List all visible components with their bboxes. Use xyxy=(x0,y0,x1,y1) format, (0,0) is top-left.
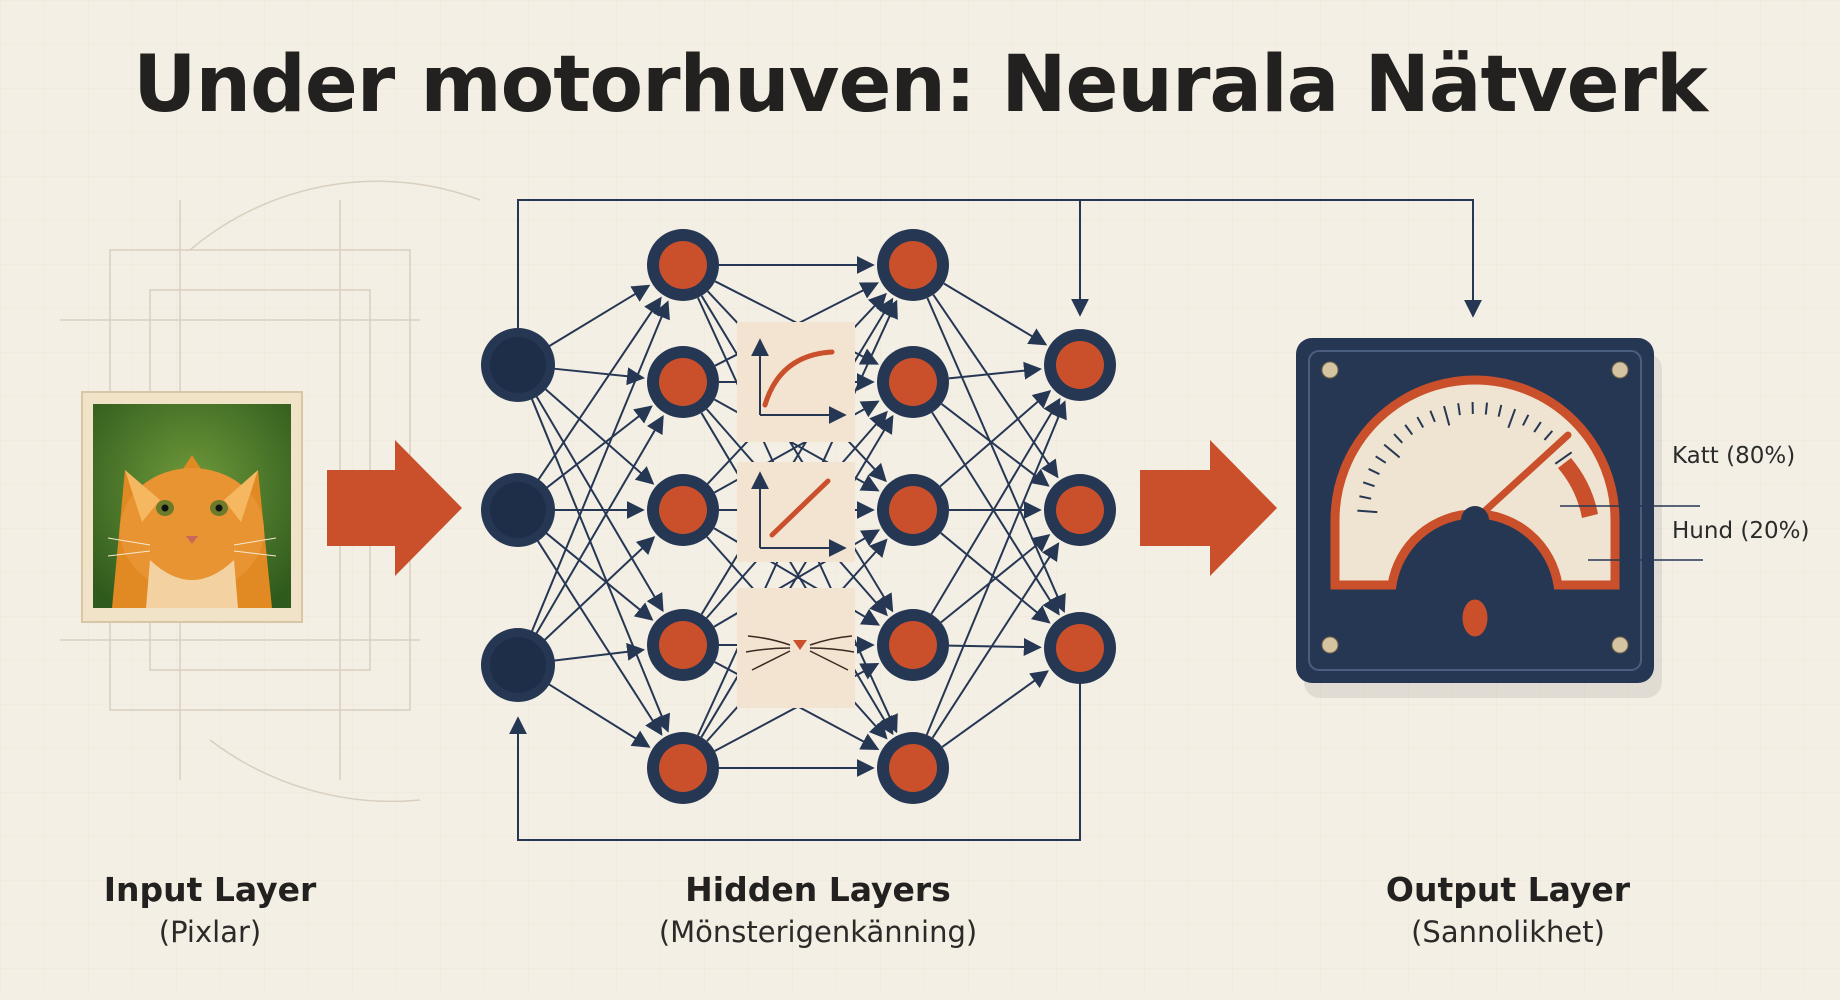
output-node xyxy=(1044,329,1116,401)
output-label-katt: Katt (80%) xyxy=(1672,443,1795,469)
output-node xyxy=(1044,474,1116,546)
input-image-frame xyxy=(82,392,302,622)
input-node xyxy=(481,328,555,402)
page-title: Under motorhuven: Neurala Nätverk xyxy=(0,40,1840,130)
hidden-layers-caption: Hidden Layers (Mönsterigenkänning) xyxy=(558,870,1078,949)
output-label-hund: Hund (20%) xyxy=(1672,518,1809,544)
output-layer-caption: Output Layer (Sannolikhet) xyxy=(1248,870,1768,949)
input-node xyxy=(481,473,555,547)
output-node xyxy=(1044,612,1116,684)
feature-card-line xyxy=(737,462,855,562)
input-layer-sublabel: (Pixlar) xyxy=(0,915,470,949)
feature-card-curve xyxy=(737,322,855,442)
gauge-tick xyxy=(1486,403,1487,415)
output-layer-sublabel: (Sannolikhet) xyxy=(1248,915,1768,949)
hidden-node xyxy=(877,229,949,301)
input-node xyxy=(481,628,555,702)
cat-photo-icon xyxy=(108,455,276,608)
hidden-node xyxy=(877,732,949,804)
output-layer-label: Output Layer xyxy=(1248,870,1768,909)
hidden-node xyxy=(877,346,949,418)
input-layer-caption: Input Layer (Pixlar) xyxy=(0,870,470,949)
hidden-node xyxy=(647,346,719,418)
hidden-node xyxy=(647,609,719,681)
output-gauge xyxy=(1296,338,1703,698)
hidden-node xyxy=(647,229,719,301)
feature-card-whiskers xyxy=(737,588,855,708)
hidden-node xyxy=(877,474,949,546)
hidden-node xyxy=(877,609,949,681)
input-layer-label: Input Layer xyxy=(0,870,470,909)
hidden-layers-label: Hidden Layers xyxy=(558,870,1078,909)
hidden-node xyxy=(647,732,719,804)
hidden-layers-sublabel: (Mönsterigenkänning) xyxy=(558,915,1078,949)
hidden-node xyxy=(647,474,719,546)
